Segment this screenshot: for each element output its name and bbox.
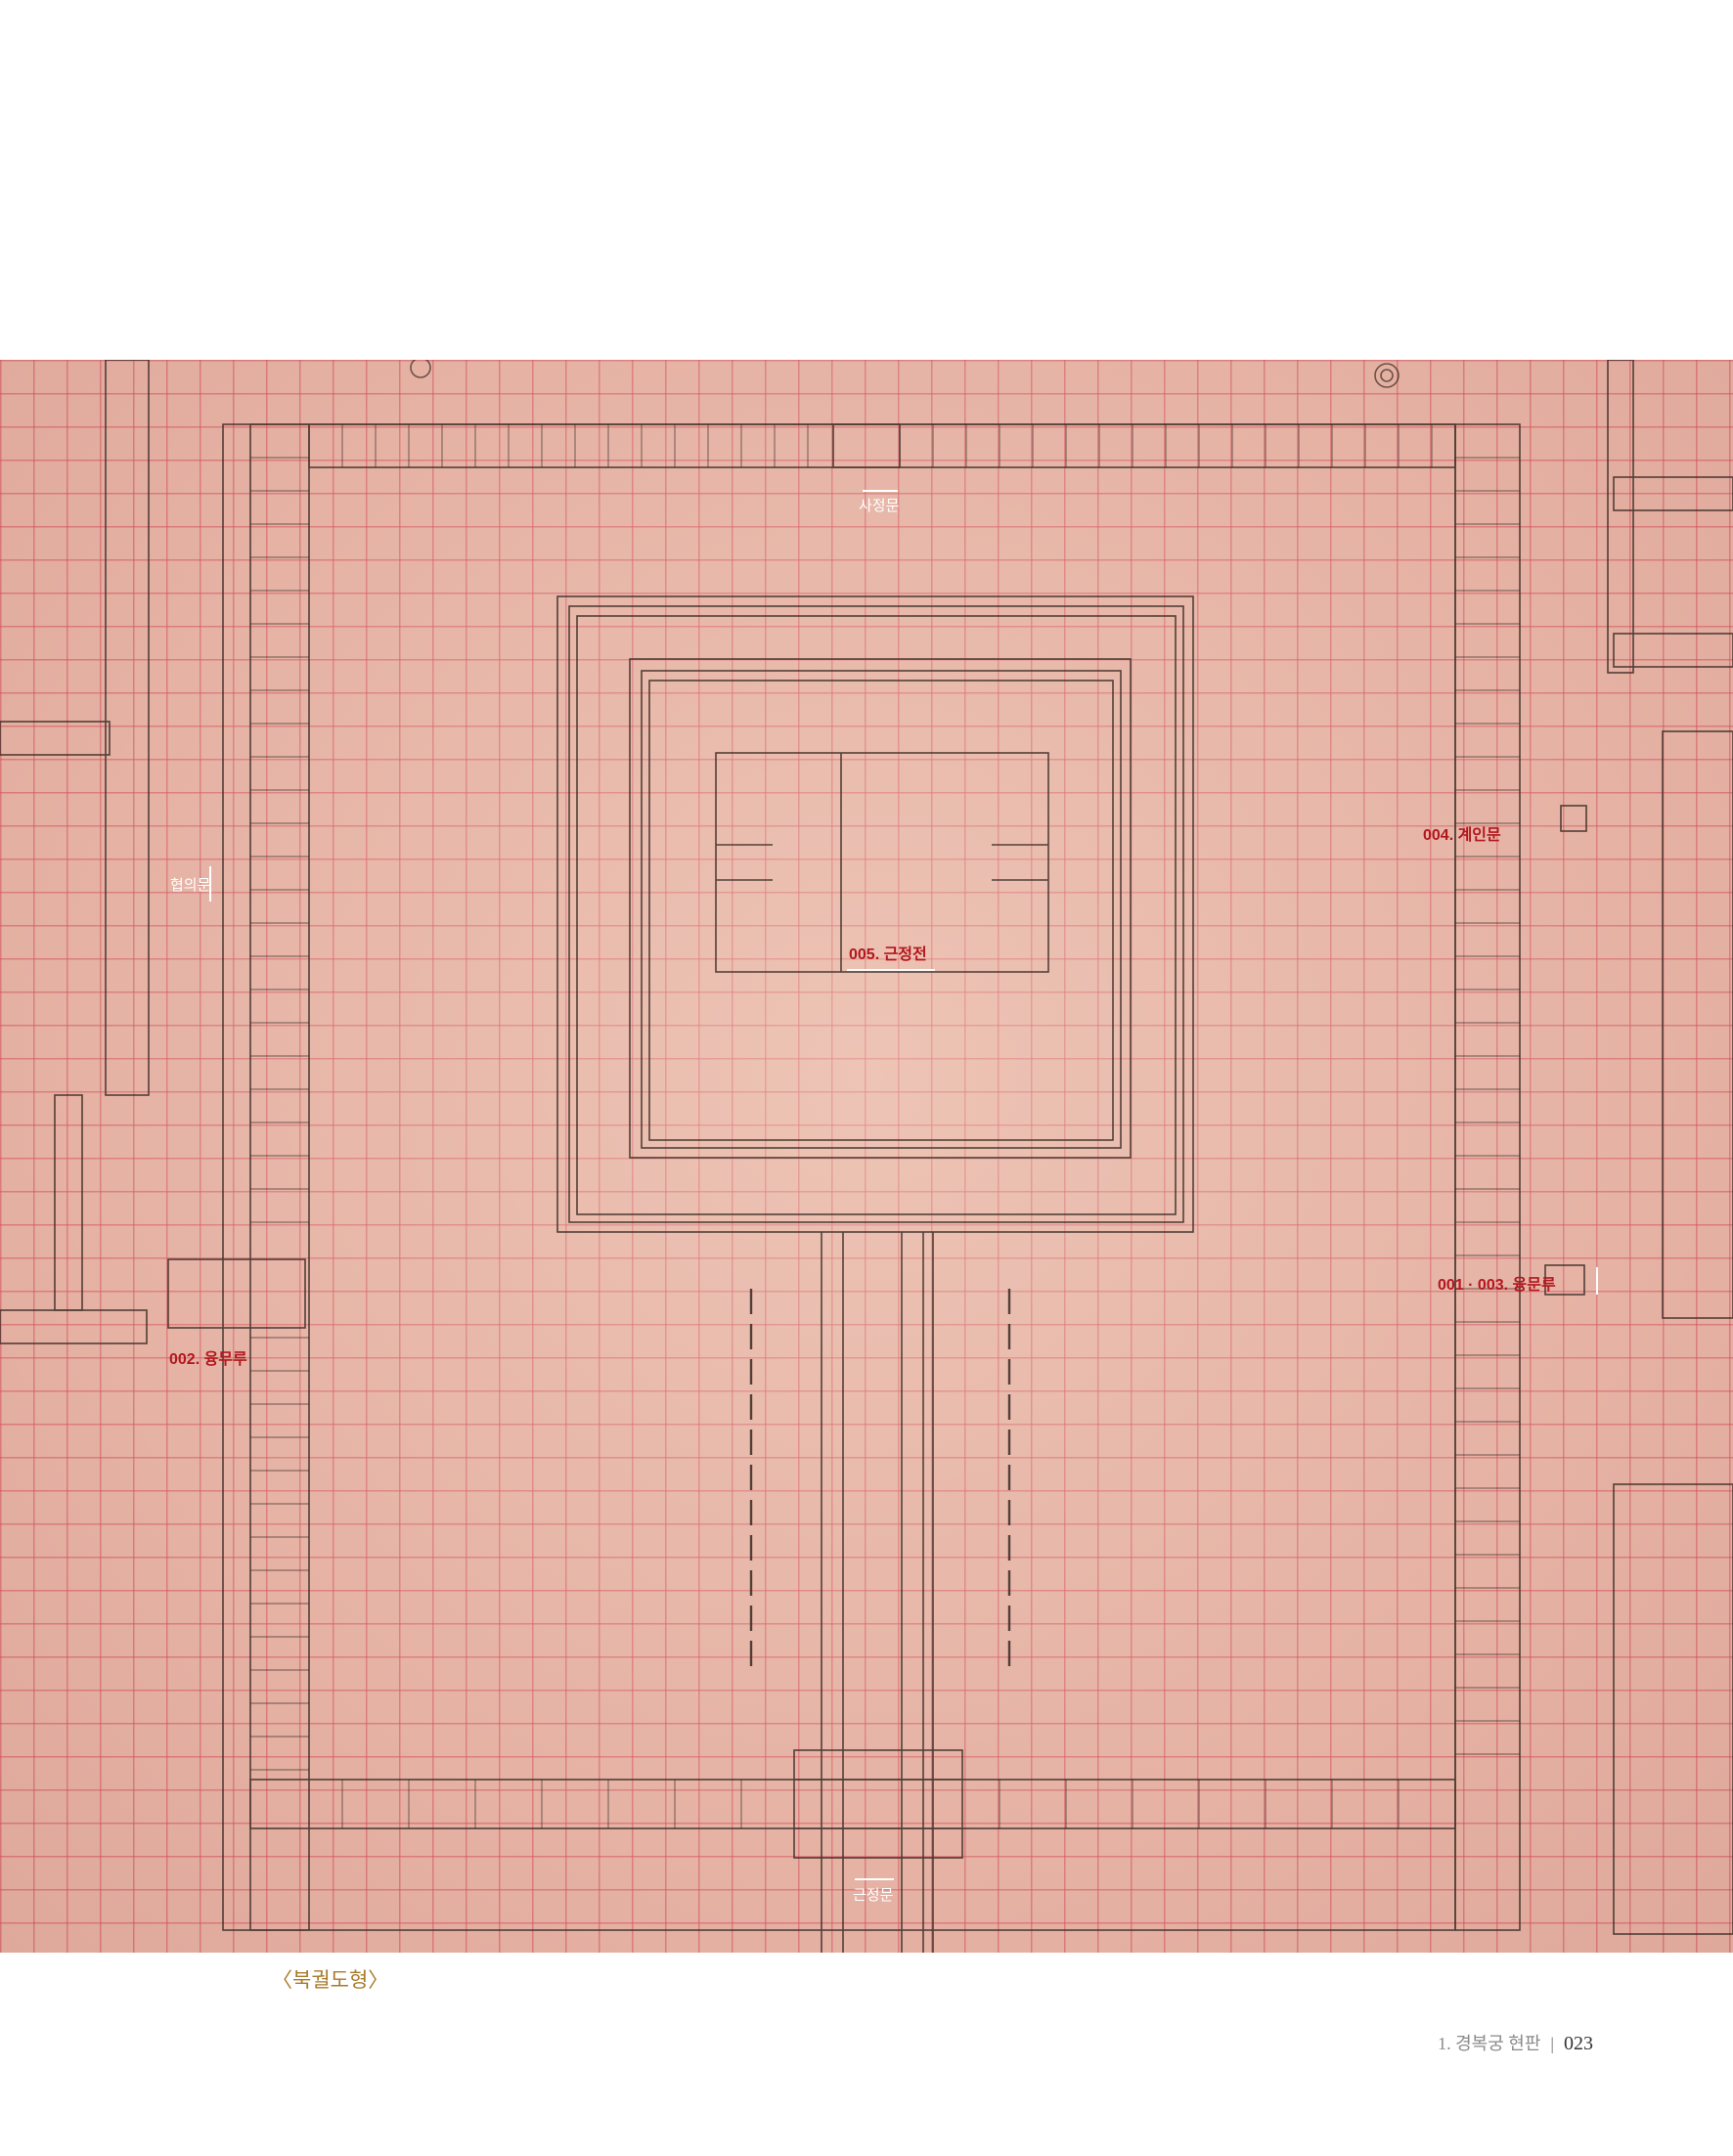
south-corridor-band bbox=[249, 1779, 1456, 1829]
footer-separator: | bbox=[1550, 2034, 1554, 2053]
label-yongmunru: 001 · 003. 융문루 bbox=[1438, 1277, 1556, 1294]
label-geunjeongjeon: 005. 근정전 bbox=[849, 946, 927, 963]
hyeobimun-marker bbox=[209, 866, 211, 902]
figure-caption: 〈북궐도형〉 bbox=[272, 1969, 389, 1992]
page-number: 023 bbox=[1564, 2033, 1593, 2054]
north-corridor-band bbox=[308, 423, 1456, 468]
bukgwoldohyeong-plan-image: 사정문 협의문 004. 계인문 005. 근정전 002. 융무루 001 ·… bbox=[0, 360, 1733, 1953]
sajeongmun-marker bbox=[863, 490, 898, 492]
label-sajeongmun: 사정문 bbox=[859, 498, 900, 514]
west-corridor-band bbox=[249, 423, 310, 1931]
east-corridor-band bbox=[1454, 423, 1521, 1931]
plan-ink-drawing bbox=[0, 360, 1733, 1953]
geunjeongjeon-marker bbox=[847, 969, 935, 971]
yongmunru-marker bbox=[1596, 1267, 1598, 1295]
geunjeongmun-marker bbox=[855, 1878, 894, 1880]
label-yongmuru: 002. 융무루 bbox=[169, 1351, 247, 1368]
page-footer: 1. 경복궁 현판 | 023 bbox=[1438, 2030, 1593, 2055]
label-hyeobimun: 협의문 bbox=[170, 877, 211, 894]
label-geunjeongmun: 근정문 bbox=[853, 1887, 894, 1904]
corridor-outer bbox=[222, 423, 1456, 1931]
footer-section-title: 1. 경복궁 현판 bbox=[1438, 2034, 1541, 2053]
label-gyeinmun: 004. 계인문 bbox=[1423, 827, 1501, 844]
